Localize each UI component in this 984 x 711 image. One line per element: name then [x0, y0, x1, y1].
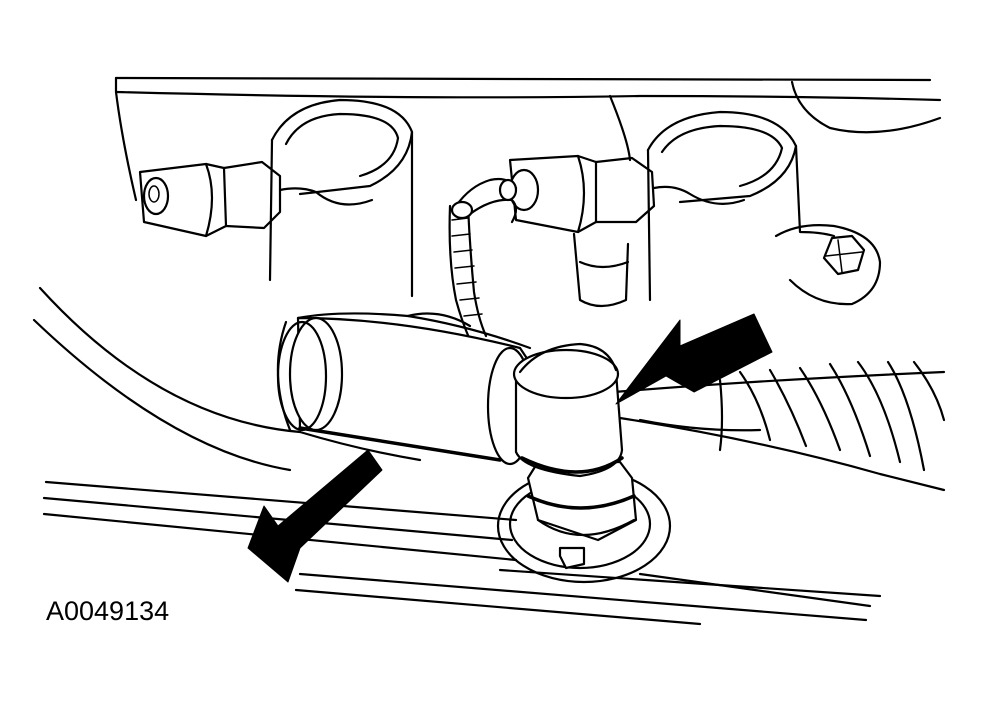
wiring-harness: [448, 177, 518, 342]
arrow-to-hose: [247, 449, 383, 583]
figure-id-label: A0049134: [46, 596, 170, 626]
arrow-to-sensor: [615, 313, 773, 405]
valve-cover-ribs: [42, 480, 882, 626]
mounting-bolt: [774, 224, 882, 306]
fuel-injector-connector-left: [138, 160, 374, 238]
bellows-hose: [718, 360, 946, 472]
fuel-injector-connector-right: [508, 154, 746, 308]
intake-port-left: [268, 98, 414, 298]
manifold-tube: [32, 286, 946, 492]
coolant-hose: [276, 312, 534, 466]
engine-upper-housing: [114, 76, 942, 202]
coolant-temperature-sensor: [496, 342, 672, 584]
intake-port-right: [646, 110, 836, 302]
